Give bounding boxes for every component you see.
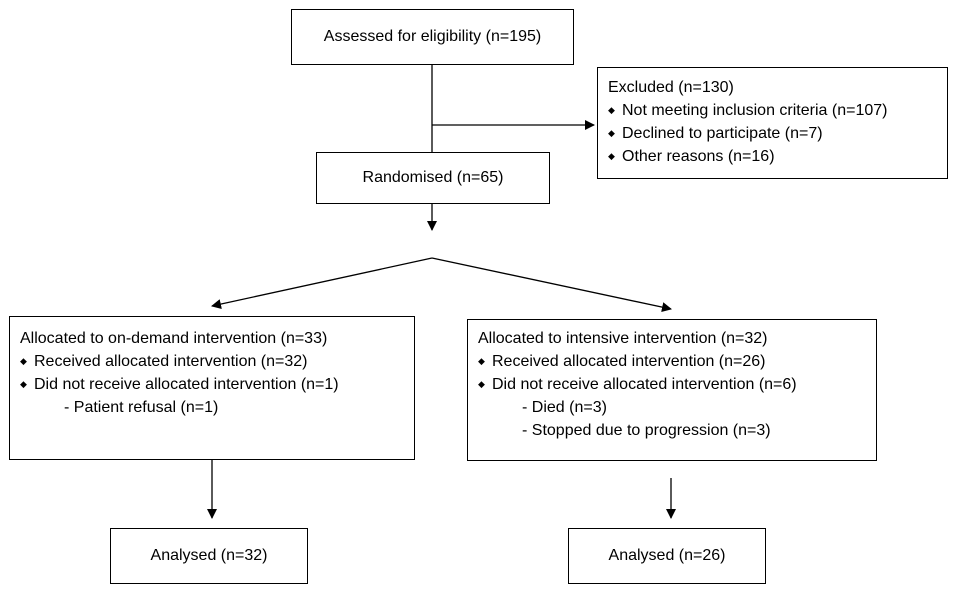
diamond-bullet-icon: ◆ [478,356,485,366]
arrow-to-on-demand [211,257,433,309]
on-demand-sub-item: - Patient refusal (n=1) [64,399,219,416]
excluded-title: Excluded (n=130) [608,79,734,96]
analysed-right-label: Analysed (n=26) [608,547,726,564]
on-demand-item-label: Did not receive allocated intervention (… [34,376,339,393]
intensive-sub-item: - Died (n=3) [522,399,607,416]
diamond-bullet-icon: ◆ [608,128,615,138]
assessed-label: Assessed for eligibility (n=195) [323,28,542,45]
diamond-bullet-icon: ◆ [608,151,615,161]
excluded-item: ◆ Other reasons (n=16) [608,145,937,168]
randomised-box: Randomised (n=65) [316,152,550,204]
excluded-item-label: Declined to participate (n=7) [622,125,823,142]
intensive-item-label: Received allocated intervention (n=26) [492,353,766,370]
on-demand-item: ◆ Received allocated intervention (n=32) [20,350,404,373]
intensive-item: ◆ Received allocated intervention (n=26) [478,350,866,373]
on-demand-item: ◆ Did not receive allocated intervention … [20,373,404,396]
excluded-box: Excluded (n=130) ◆ Not meeting inclusion … [597,67,948,179]
excluded-item: ◆ Declined to participate (n=7) [608,122,937,145]
diamond-bullet-icon: ◆ [20,356,27,366]
intensive-item-label: Did not receive allocated intervention (… [492,376,797,393]
excluded-item-label: Not meeting inclusion criteria (n=107) [622,102,888,119]
assessed-box: Assessed for eligibility (n=195) [291,9,574,65]
on-demand-title: Allocated to on-demand intervention (n=3… [20,330,328,347]
excluded-item: ◆ Not meeting inclusion criteria (n=107) [608,99,937,122]
on-demand-item-label: Received allocated intervention (n=32) [34,353,308,370]
analysed-right-box: Analysed (n=26) [568,528,766,584]
randomised-label: Randomised (n=65) [362,169,504,186]
diamond-bullet-icon: ◆ [20,379,27,389]
arrow-to-intensive [431,257,672,313]
intensive-item: ◆ Did not receive allocated intervention … [478,373,866,396]
analysed-left-box: Analysed (n=32) [110,528,308,584]
on-demand-box: Allocated to on-demand intervention (n=3… [9,316,415,460]
excluded-item-label: Other reasons (n=16) [622,148,775,165]
analysed-left-label: Analysed (n=32) [150,547,268,564]
diamond-bullet-icon: ◆ [608,105,615,115]
intensive-sub-item: - Stopped due to progression (n=3) [522,422,771,439]
intensive-title: Allocated to intensive intervention (n=3… [478,330,768,347]
intensive-box: Allocated to intensive intervention (n=3… [467,319,877,461]
diamond-bullet-icon: ◆ [478,379,485,389]
